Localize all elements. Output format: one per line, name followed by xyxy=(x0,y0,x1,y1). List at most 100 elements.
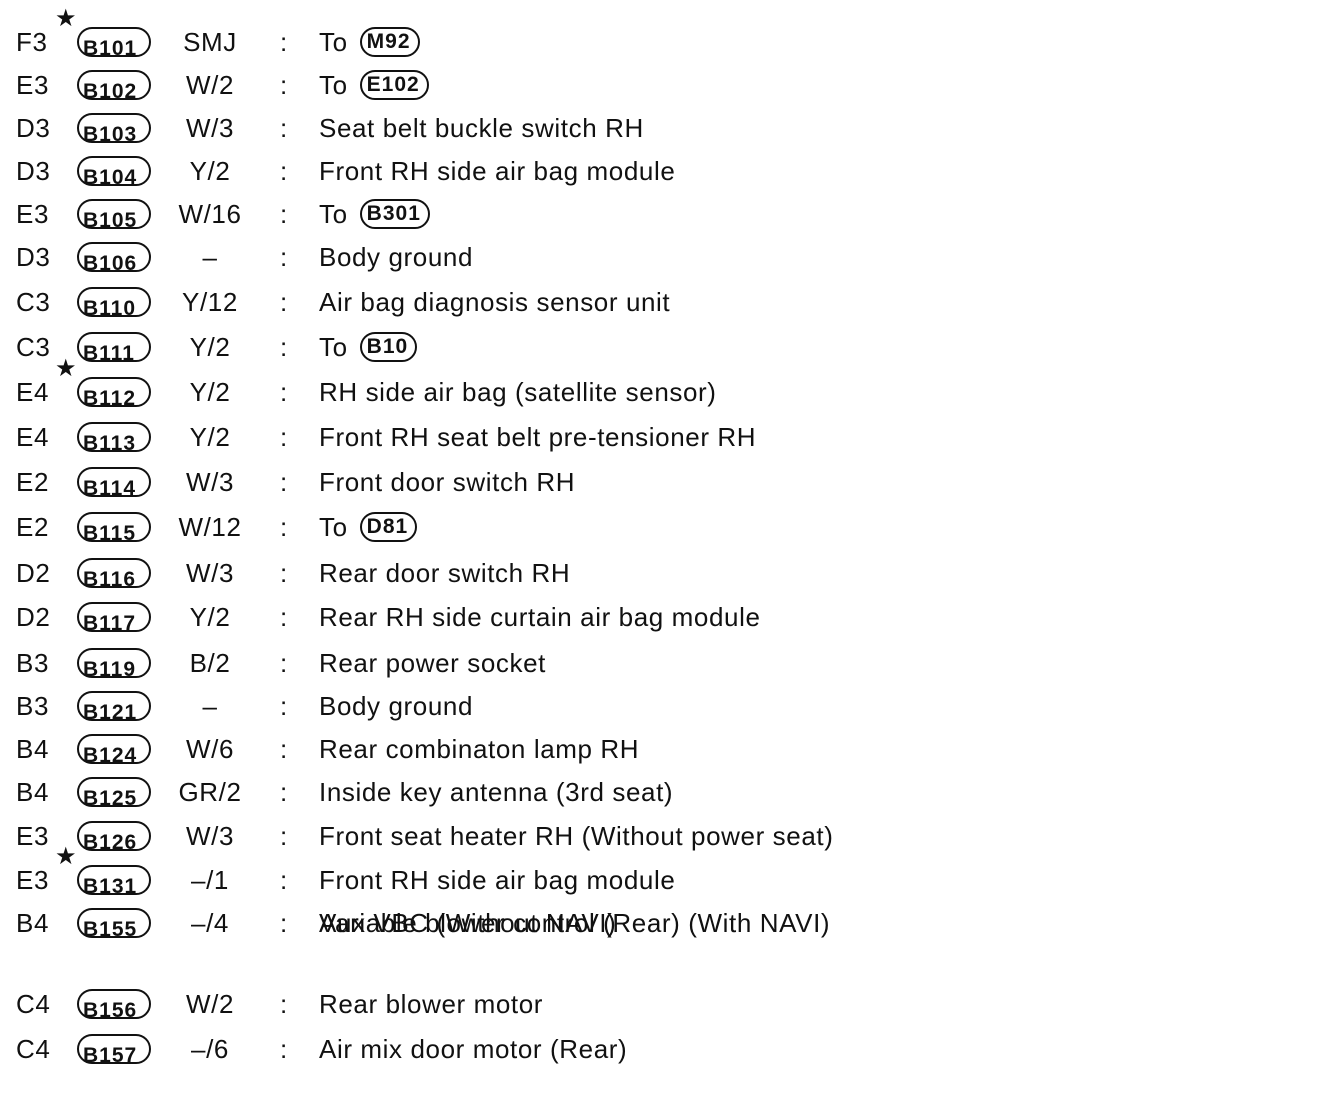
grid-location: E2 xyxy=(16,467,50,497)
connector-description: Seat belt buckle switch RH xyxy=(319,108,644,148)
connector-id-badge: B102 xyxy=(77,70,151,103)
grid-location: E3 xyxy=(16,199,50,229)
connector-id-badge: B125 xyxy=(77,777,151,810)
connector-description: Front door switch RH xyxy=(319,462,575,502)
description-text: Rear door switch RH xyxy=(319,558,571,588)
target-connector-badge: E102 xyxy=(359,70,429,101)
description-text: To xyxy=(319,332,348,362)
connector-description: Rear blower motor xyxy=(319,984,543,1024)
grid-location: B3 xyxy=(16,691,50,721)
connector-type: W/3 xyxy=(185,821,235,851)
connector-type: GR/2 xyxy=(178,777,242,807)
connector-type: –/6 xyxy=(191,1034,229,1064)
connector-id-badge: B131 xyxy=(77,865,151,898)
connector-type: Y/12 xyxy=(182,287,238,317)
separator-colon: : xyxy=(280,691,288,721)
connector-type: Y/2 xyxy=(189,602,231,632)
grid-location: E3 xyxy=(16,70,50,100)
description-text: Body ground xyxy=(319,242,474,272)
grid-location: D2 xyxy=(16,602,51,632)
connector-id-badge: B157 xyxy=(77,1034,151,1067)
connector-type: W/2 xyxy=(185,70,235,100)
star-icon: ★ xyxy=(55,5,78,32)
connector-id-badge: B115 xyxy=(77,512,151,545)
connector-type: Y/2 xyxy=(189,156,231,186)
connector-row: F3 ★B101 SMJ: To M92 xyxy=(0,7,1000,62)
connector-description: Rear door switch RH xyxy=(319,553,570,593)
separator-colon: : xyxy=(280,821,288,851)
connector-description: Inside key antenna (3rd seat) xyxy=(319,772,673,812)
grid-location: D3 xyxy=(16,242,51,272)
connector-id-badge: B101 xyxy=(77,27,151,60)
separator-colon: : xyxy=(280,113,288,143)
description-text: Air mix door motor (Rear) xyxy=(319,1034,628,1064)
separator-colon: : xyxy=(280,422,288,452)
connector-type: SMJ xyxy=(183,27,237,57)
grid-location: C4 xyxy=(16,1034,51,1064)
separator-colon: : xyxy=(280,156,288,186)
separator-colon: : xyxy=(280,377,288,407)
grid-location: E3 xyxy=(16,865,50,895)
connector-id-badge: B106 xyxy=(77,242,151,275)
description-text: Front RH side air bag module xyxy=(319,865,676,895)
connector-row: E3★B131 –/1: Front RH side air bag module xyxy=(0,845,1000,900)
connector-id-badge: B111 xyxy=(77,332,151,365)
separator-colon: : xyxy=(280,1034,288,1064)
target-connector-badge: D81 xyxy=(359,512,418,543)
separator-colon: : xyxy=(280,27,288,57)
grid-location: F3 xyxy=(16,27,48,57)
description-text: Rear combinaton lamp RH xyxy=(319,734,640,764)
connector-id-badge: B155 xyxy=(77,908,151,941)
connector-id-badge: B119 xyxy=(77,648,151,681)
grid-location: C3 xyxy=(16,287,51,317)
connector-id-badge: B103 xyxy=(77,113,151,146)
description-text: Body ground xyxy=(319,691,474,721)
separator-colon: : xyxy=(280,287,288,317)
description-text: Rear blower motor xyxy=(319,989,544,1019)
connector-type: –/4 xyxy=(191,908,229,938)
connector-id-badge: B126 xyxy=(77,821,151,854)
description-text: Front seat heater RH (Without power seat… xyxy=(319,821,834,851)
separator-colon: : xyxy=(280,865,288,895)
connector-description: Air mix door motor (Rear) xyxy=(319,1029,627,1069)
description-text: To xyxy=(319,27,348,57)
target-connector-badge: M92 xyxy=(359,27,420,58)
connector-type: W/3 xyxy=(185,467,235,497)
grid-location: B4 xyxy=(16,908,50,938)
connector-type: –/1 xyxy=(191,865,229,895)
description-text: Air bag diagnosis sensor unit xyxy=(319,287,671,317)
grid-location: E4 xyxy=(16,377,50,407)
grid-location: B4 xyxy=(16,777,50,807)
description-text: Front RH seat belt pre-tensioner RH xyxy=(319,422,757,452)
separator-colon: : xyxy=(280,467,288,497)
connector-description: To M92 xyxy=(319,22,420,62)
grid-location: E3 xyxy=(16,821,50,851)
connector-description: To D81 xyxy=(319,507,418,547)
connector-type: W/3 xyxy=(185,558,235,588)
connector-type: W/6 xyxy=(185,734,235,764)
description-text: To xyxy=(319,512,348,542)
description-text: RH side air bag (satellite sensor) xyxy=(319,377,717,407)
connector-type: W/16 xyxy=(178,199,242,229)
connector-type: Y/2 xyxy=(189,422,231,452)
description-text: Front door switch RH xyxy=(319,467,576,497)
grid-location: B4 xyxy=(16,734,50,764)
star-icon: ★ xyxy=(55,843,78,870)
connector-type: Y/2 xyxy=(189,332,231,362)
connector-description: Front RH side air bag module xyxy=(319,860,675,900)
